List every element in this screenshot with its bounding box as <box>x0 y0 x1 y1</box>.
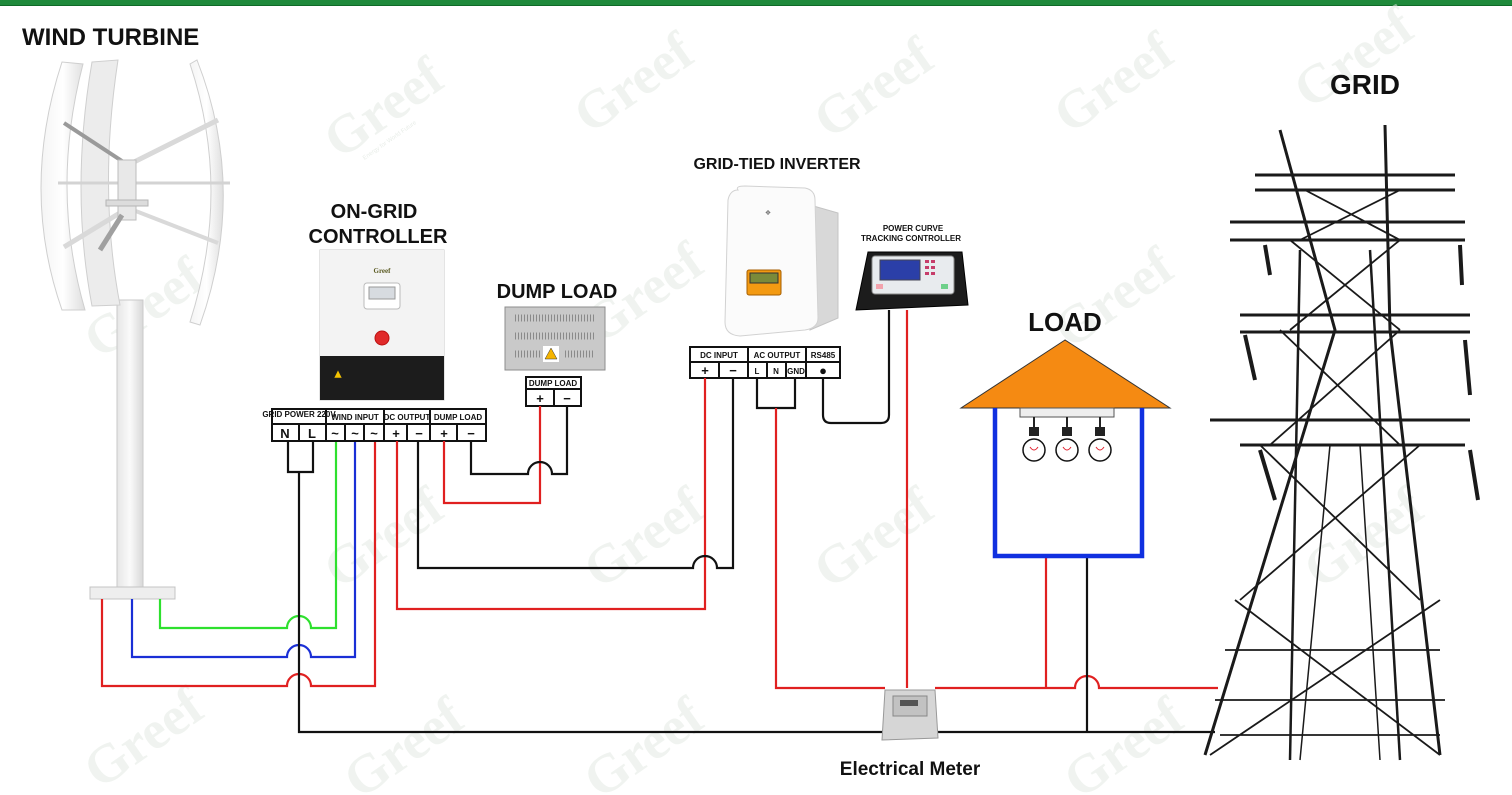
terminal-group-label: AC OUTPUT <box>754 351 801 360</box>
terminal-wind-3: ~ <box>370 426 378 441</box>
watermark: Greef <box>332 685 474 795</box>
power-curve-title-line2: TRACKING CONTROLLER <box>861 234 961 243</box>
terminal-group-label: DC INPUT <box>700 351 738 360</box>
terminal-dc-plus: + <box>701 363 709 378</box>
watermark: Greef <box>1042 20 1184 145</box>
warning-icon <box>544 347 558 360</box>
terminal-ac-l: L <box>755 367 760 376</box>
wire-dc-plus <box>395 378 707 611</box>
grid-tied-inverter-title: GRID-TIED INVERTER <box>693 156 861 173</box>
terminal-group-label: RS485 <box>811 351 836 360</box>
transmission-tower-icon <box>1203 124 1480 761</box>
inverter-display <box>749 272 779 284</box>
wire-dump-plus <box>442 406 542 505</box>
terminal-dc-minus: − <box>729 363 737 378</box>
watermark: Greef <box>1282 0 1424 120</box>
terminal-dc-plus: + <box>392 426 400 441</box>
on-grid-controller-device[interactable]: Greef <box>319 249 445 401</box>
terminal-dump-plus: + <box>440 426 448 441</box>
terminal-group-label: GRID POWER 220V <box>262 410 336 419</box>
dump-load-device <box>504 306 606 371</box>
terminal-gnd: GND <box>787 367 805 376</box>
terminal-rs485: ● <box>819 363 827 378</box>
terminal-wind-1: ~ <box>331 426 339 441</box>
wire-ac-loop <box>755 378 797 410</box>
power-curve-title-line1: POWER CURVE <box>883 224 944 233</box>
watermark: Greef <box>72 675 214 795</box>
dump-load-terminal-block: DUMP LOAD + − <box>525 376 582 407</box>
wires <box>100 310 1218 734</box>
light-bulb-icon <box>1055 417 1079 462</box>
wire-meter-to-grid-line <box>935 674 1218 690</box>
terminal-group-label: DC OUTPUT <box>384 413 431 422</box>
svg-text:❖: ❖ <box>765 210 771 217</box>
grid-tied-inverter-device[interactable]: ❖ <box>724 185 839 337</box>
on-grid-controller-title-line2: CONTROLLER <box>309 226 448 248</box>
terminal-group-label: WIND INPUT <box>331 413 379 422</box>
watermark: Greef <box>802 475 944 600</box>
terminal-dump-minus: − <box>467 426 475 441</box>
controller-terminal-block: GRID POWER 220V WIND INPUT DC OUTPUT DUM… <box>262 408 487 442</box>
load-house <box>959 339 1172 559</box>
watermark: Greef <box>562 20 704 145</box>
wire-rs485 <box>821 310 891 425</box>
header-accent-bar <box>0 0 1512 6</box>
wire-dump-minus <box>469 406 569 476</box>
load-bus-wire <box>992 408 1145 559</box>
terminal-minus: − <box>563 391 571 406</box>
controller-brand-label: Greef <box>374 267 392 275</box>
inverter-terminal-block: DC INPUT AC OUTPUT RS485 + − L N GND ● <box>689 346 841 379</box>
terminal-dc-minus: − <box>415 426 423 441</box>
terminal-wind-2: ~ <box>351 426 359 441</box>
terminal-ac-n: N <box>773 367 779 376</box>
warning-icon <box>333 369 343 379</box>
terminal-plus: + <box>536 391 544 406</box>
terminal-group-label: DUMP LOAD <box>434 413 483 422</box>
watermark: Greef <box>802 25 944 150</box>
controller-power-button[interactable] <box>374 330 390 346</box>
light-bulb-icon <box>1088 417 1112 462</box>
wind-turbine-icon <box>40 59 230 600</box>
on-grid-controller-title-line1: ON-GRID <box>331 201 418 223</box>
watermark: Greef <box>572 475 714 600</box>
watermark: Greef <box>312 475 454 600</box>
watermark: Greef <box>572 685 714 795</box>
wire-dc-minus <box>416 378 735 570</box>
watermark: Greef <box>1052 685 1194 795</box>
terminal-n: N <box>280 426 289 441</box>
power-curve-tracking-controller-device[interactable] <box>855 251 969 311</box>
load-title: LOAD <box>1028 307 1102 337</box>
electrical-meter-device <box>881 689 939 741</box>
wire-ac-to-meter <box>774 408 885 690</box>
watermark: Greef <box>312 45 454 170</box>
light-bulb-icon <box>1022 417 1046 462</box>
terminal-group-label: DUMP LOAD <box>529 379 578 388</box>
dump-load-title: DUMP LOAD <box>497 281 618 303</box>
wire-neutral-to-meter <box>297 472 885 734</box>
electrical-meter-label: Electrical Meter <box>840 759 981 780</box>
terminal-l: L <box>308 426 316 441</box>
wind-turbine-title: WIND TURBINE <box>22 24 199 51</box>
grid-title: GRID <box>1330 69 1400 100</box>
wire-grid-power-loop <box>286 441 315 474</box>
wire-phase-green <box>158 442 338 630</box>
